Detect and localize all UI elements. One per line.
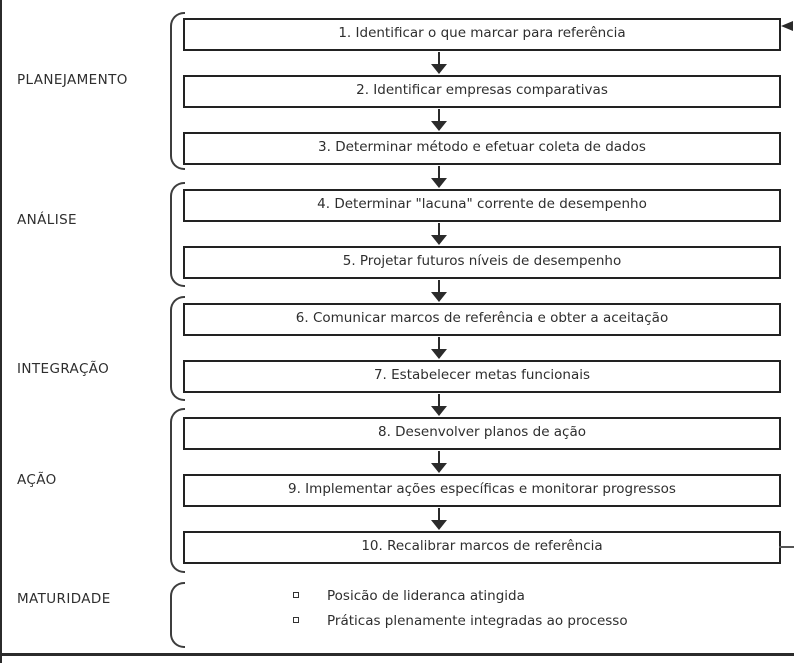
arrow-line <box>438 337 440 350</box>
bottom-border-line <box>0 653 794 656</box>
step-5-box: 5. Projetar futuros níveis de desempenho <box>183 246 781 279</box>
arrow-down-1-2 <box>431 52 447 75</box>
arrow-down-icon <box>431 235 447 245</box>
left-border-line <box>0 0 2 663</box>
arrow-down-6-7 <box>431 337 447 360</box>
arrow-down-2-3 <box>431 109 447 132</box>
step-10-box: 10. Recalibrar marcos de referência <box>183 531 781 564</box>
arrow-line <box>438 280 440 293</box>
arrow-down-icon <box>431 178 447 188</box>
square-bullet-icon <box>293 592 299 598</box>
arrow-line <box>438 451 440 464</box>
arrow-down-icon <box>431 64 447 74</box>
arrow-line <box>438 166 440 179</box>
step-1-box: 1. Identificar o que marcar para referên… <box>183 18 781 51</box>
step-6-box: 6. Comunicar marcos de referência e obte… <box>183 303 781 336</box>
step-8-box: 8. Desenvolver planos de ação <box>183 417 781 450</box>
phase-label-maturidade: MATURIDADE <box>17 591 111 607</box>
arrow-line <box>438 109 440 122</box>
arrow-down-icon <box>431 121 447 131</box>
step-6-label: 6. Comunicar marcos de referência e obte… <box>295 310 669 326</box>
arrow-down-9-10 <box>431 508 447 531</box>
step-2-label: 2. Identificar empresas comparativas <box>356 82 608 98</box>
step-10-label: 10. Recalibrar marcos de referência <box>361 538 603 554</box>
step-1-label: 1. Identificar o que marcar para referên… <box>338 25 626 41</box>
arrow-line <box>438 508 440 521</box>
maturity-bullet-row: Práticas plenamente integradas ao proces… <box>293 613 628 629</box>
arrow-line <box>438 223 440 236</box>
arrow-down-8-9 <box>431 451 447 474</box>
step-9-label: 9. Implementar ações específicas e monit… <box>288 481 676 497</box>
brace-maturidade <box>170 582 185 648</box>
maturity-bullet-row: Posicão de lideranca atingida <box>293 588 525 604</box>
square-bullet-icon <box>293 617 299 623</box>
feedback-line-from-step-10 <box>779 546 794 548</box>
arrow-down-icon <box>431 292 447 302</box>
arrow-down-5-6 <box>431 280 447 303</box>
phase-label-acao: AÇÃO <box>17 472 57 488</box>
phase-label-integracao: INTEGRAÇÃO <box>17 361 110 377</box>
arrow-down-icon <box>431 349 447 359</box>
arrow-down-4-5 <box>431 223 447 246</box>
step-3-label: 3. Determinar método e efetuar coleta de… <box>318 139 646 155</box>
arrow-line <box>438 52 440 65</box>
arrow-down-icon <box>431 463 447 473</box>
maturity-bullet-2: Práticas plenamente integradas ao proces… <box>327 613 628 629</box>
step-2-box: 2. Identificar empresas comparativas <box>183 75 781 108</box>
arrow-down-3-4 <box>431 166 447 189</box>
phase-label-planejamento: PLANEJAMENTO <box>17 72 128 88</box>
arrow-down-icon <box>431 520 447 530</box>
step-5-label: 5. Projetar futuros níveis de desempenho <box>342 253 622 269</box>
phase-label-analise: ANÁLISE <box>17 212 77 228</box>
step-8-label: 8. Desenvolver planos de ação <box>377 424 587 440</box>
maturity-bullet-1: Posicão de lideranca atingida <box>327 588 525 604</box>
step-9-box: 9. Implementar ações específicas e monit… <box>183 474 781 507</box>
step-7-box: 7. Estabelecer metas funcionais <box>183 360 781 393</box>
step-3-box: 3. Determinar método e efetuar coleta de… <box>183 132 781 165</box>
arrow-down-icon <box>431 406 447 416</box>
arrow-line <box>438 394 440 407</box>
step-4-label: 4. Determinar "lacuna" corrente de desem… <box>317 196 647 212</box>
step-4-box: 4. Determinar "lacuna" corrente de desem… <box>183 189 781 222</box>
arrow-down-7-8 <box>431 394 447 417</box>
feedback-arrow-left-icon <box>781 21 793 31</box>
step-7-label: 7. Estabelecer metas funcionais <box>373 367 591 383</box>
